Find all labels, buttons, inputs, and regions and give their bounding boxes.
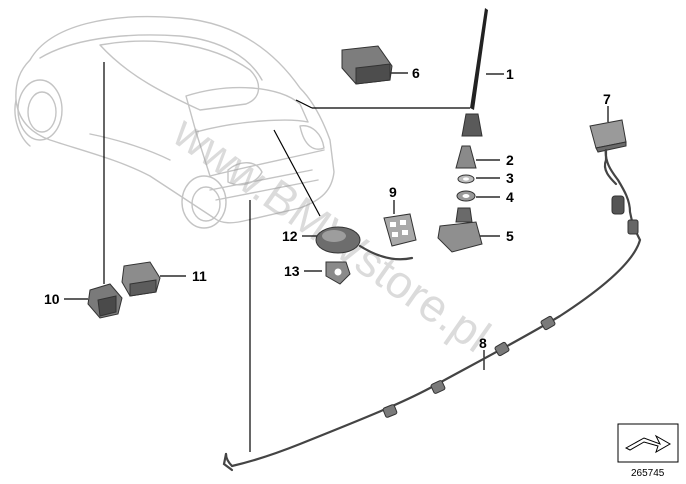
callout-8: 8 xyxy=(479,335,487,351)
callout-10: 10 xyxy=(44,291,60,307)
direction-arrow-icon xyxy=(624,434,672,454)
part-module xyxy=(341,45,393,85)
part-bracket xyxy=(383,213,417,247)
diagram-number: 265745 xyxy=(631,468,665,479)
callout-12: 12 xyxy=(282,228,298,244)
callout-5: 5 xyxy=(506,228,514,244)
reference-box: 265745 xyxy=(617,423,679,479)
callout-7: 7 xyxy=(603,91,611,107)
callout-13: 13 xyxy=(284,263,300,279)
callout-1: 1 xyxy=(506,66,514,82)
part-rod-antenna xyxy=(461,8,488,137)
part-holder xyxy=(87,283,123,319)
leader-lines xyxy=(64,62,609,452)
part-amplifier xyxy=(589,119,627,186)
part-antenna-base xyxy=(437,145,483,253)
callout-4: 4 xyxy=(506,189,514,205)
part-connector xyxy=(121,261,161,297)
callout-3: 3 xyxy=(506,170,514,186)
antenna-cable xyxy=(222,146,642,472)
callout-9: 9 xyxy=(389,184,397,200)
part-clip xyxy=(325,261,351,285)
part-oval-antenna xyxy=(315,226,414,261)
car-outline xyxy=(14,15,335,229)
callout-11: 11 xyxy=(192,268,207,284)
callout-labels: 1 2 3 4 5 6 7 8 9 10 11 12 13 xyxy=(44,65,611,351)
callout-6: 6 xyxy=(412,65,420,81)
callout-2: 2 xyxy=(506,152,514,168)
